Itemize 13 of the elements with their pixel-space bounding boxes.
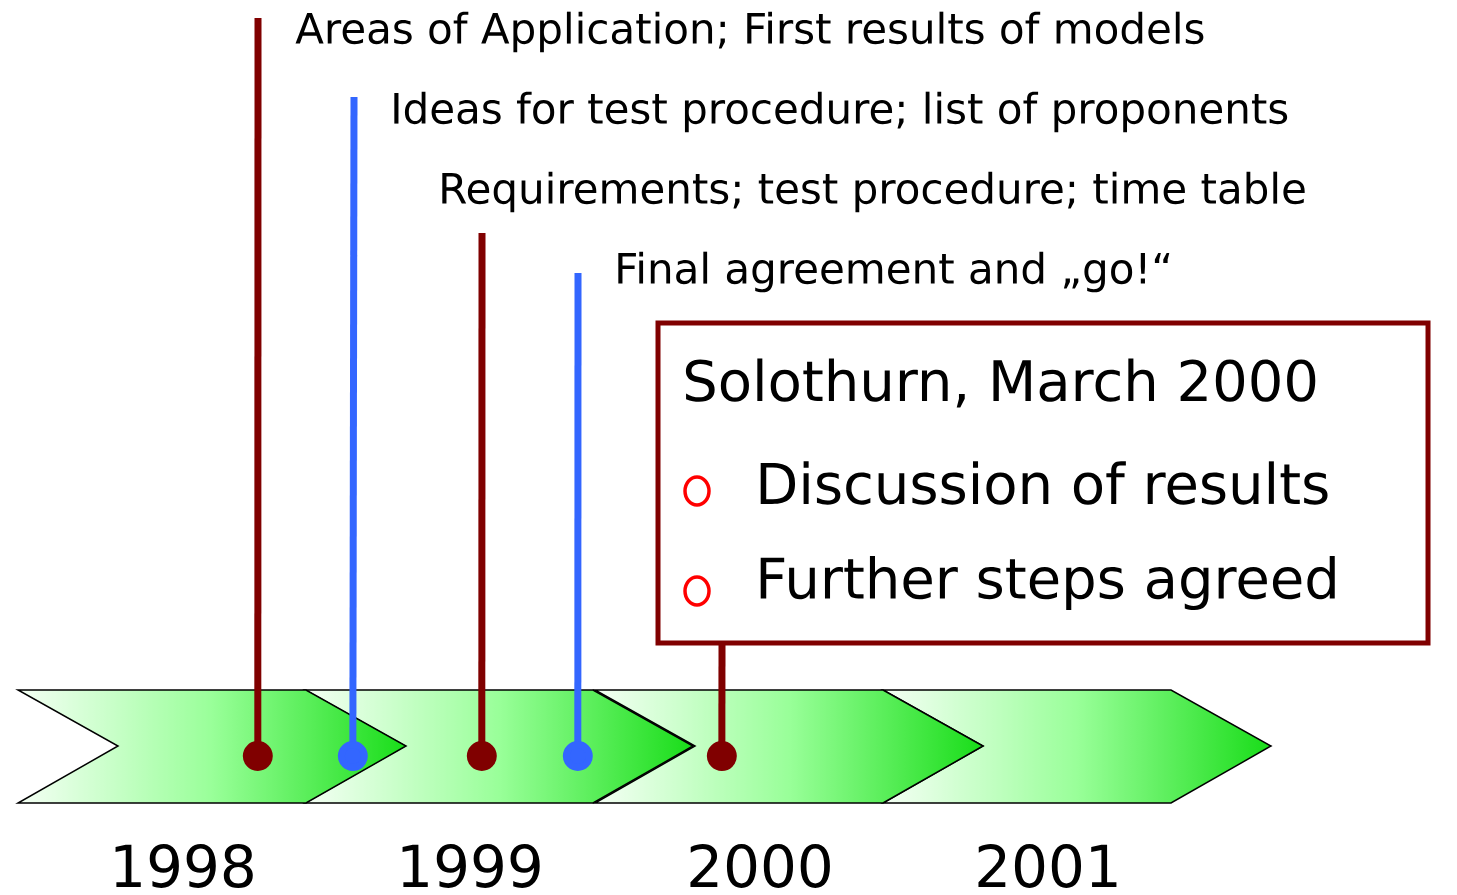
bullet-text: Further steps agreed	[760, 555, 1335, 611]
note-heading: Solothurn, March 2000	[685, 358, 1316, 408]
year-label: 2001	[978, 844, 1117, 888]
year-label: 1998	[115, 844, 253, 888]
milestone-text: Requirements; test procedure; time table	[442, 171, 1305, 213]
year-label: 1999	[402, 844, 540, 888]
milestone-text: Ideas for test procedure; list of proponents	[394, 91, 1288, 133]
note-box	[655, 320, 1431, 646]
leader-line	[706, 643, 737, 771]
milestone-text: Final agreement and „go!“	[618, 251, 1170, 293]
year-label: 2000	[690, 844, 830, 888]
bullet-text: Discussion of results	[760, 461, 1328, 505]
milestone-text: Areas of Application; First results of models	[295, 11, 1204, 53]
